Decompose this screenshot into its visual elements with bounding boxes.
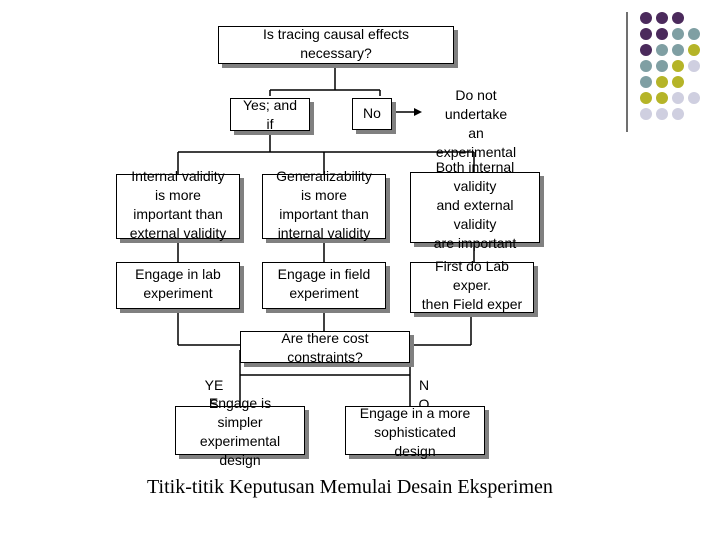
decorative-dot [640, 92, 652, 104]
decorative-dot [656, 12, 668, 24]
no-box [352, 98, 392, 130]
decorative-dot [672, 12, 684, 24]
decorative-dot [640, 76, 652, 88]
causal-question-text: Is tracing causal effects necessary? [262, 26, 410, 61]
yes-label: YE S [204, 377, 224, 412]
arrow-head [414, 108, 422, 116]
no-label: N O [418, 377, 430, 412]
decorative-dot [672, 28, 684, 40]
decorative-dot [656, 92, 668, 104]
sophisticated-design-text: Engage in a more sophisticated design [359, 405, 471, 459]
no-text: No [363, 105, 381, 121]
decorative-dot [688, 44, 700, 56]
decorative-dot [656, 44, 668, 56]
generalizability-box [262, 174, 386, 239]
field-experiment-box [262, 262, 386, 309]
decorative-dot [640, 60, 652, 72]
field-experiment-text: Engage in field experiment [277, 266, 371, 301]
decorative-dot [656, 60, 668, 72]
decorative-dot [672, 108, 684, 120]
lab-then-field-text: First do Lab exper. then Field exper [421, 258, 523, 312]
internal-validity-text: Internal validity is more important than… [129, 168, 227, 241]
lab-experiment-box [116, 262, 240, 309]
yes-and-if-box [230, 98, 310, 131]
decorative-dot [672, 60, 684, 72]
generalizability-text: Generalizability is more important than … [276, 168, 372, 241]
simpler-design-box [175, 406, 305, 455]
lab-then-field-box [410, 262, 534, 313]
cost-question-box [240, 331, 410, 363]
both-validity-box [410, 172, 540, 243]
both-validity-text: Both internal validity and external vali… [433, 159, 517, 251]
decorative-dot [672, 92, 684, 104]
decorative-dot [656, 108, 668, 120]
sophisticated-design-box [345, 406, 485, 455]
internal-validity-box [116, 174, 240, 239]
decorative-dot [656, 76, 668, 88]
slide-caption: Titik-titik Keputusan Memulai Desain Eks… [147, 476, 553, 498]
decorative-dot [672, 44, 684, 56]
do-not-undertake-text: Do not undertake an experimental [435, 87, 517, 160]
decorative-dot [656, 28, 668, 40]
decorative-dot [640, 44, 652, 56]
decorative-dot [688, 92, 700, 104]
decorative-dot [688, 60, 700, 72]
decorative-dot [640, 108, 652, 120]
simpler-design-text: Engage is simpler experimental design [199, 395, 281, 468]
causal-question-box [218, 26, 454, 64]
lab-experiment-text: Engage in lab experiment [135, 266, 221, 301]
yes-and-if-text: Yes; and if [243, 97, 297, 132]
decorative-dot [688, 28, 700, 40]
decorative-dot [640, 28, 652, 40]
cost-question-text: Are there cost constraints? [281, 330, 369, 365]
decorative-dot [672, 76, 684, 88]
decorative-dot [640, 12, 652, 24]
